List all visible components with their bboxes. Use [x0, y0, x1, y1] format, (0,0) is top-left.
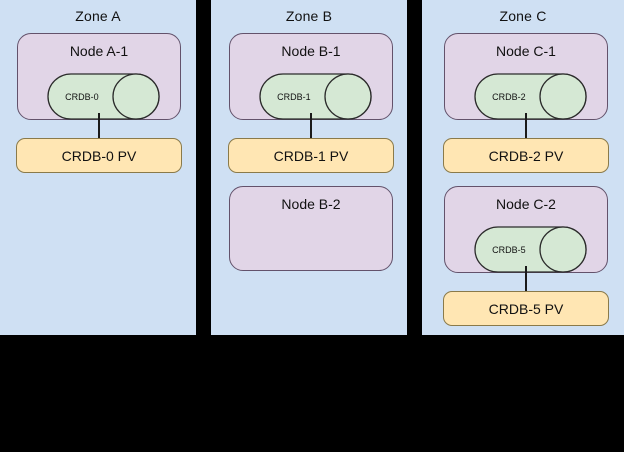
cylinder-shape: [259, 73, 372, 120]
node-b-2-title: Node B-2: [281, 196, 341, 212]
pv-crdb-0[interactable]: CRDB-0 PV: [16, 138, 182, 173]
zone-b[interactable]: Zone B Node B-1 CRDB-1 CRDB-1 PV Node B-…: [211, 0, 407, 335]
pv-crdb-5[interactable]: CRDB-5 PV: [443, 291, 609, 326]
pv-crdb-0-label: CRDB-0 PV: [61, 147, 137, 164]
zone-c[interactable]: Zone C Node C-1 CRDB-2 CRDB-2 PV Node C-…: [422, 0, 624, 335]
pv-crdb-2[interactable]: CRDB-2 PV: [443, 138, 609, 173]
database-label-crdb-2: CRDB-2: [492, 91, 526, 102]
cylinder-shape: [474, 73, 587, 120]
database-cylinder-crdb-5[interactable]: CRDB-5: [474, 226, 587, 273]
zone-b-title: Zone B: [285, 8, 333, 24]
zone-a[interactable]: Zone A Node A-1 CRDB-0 CRDB-0 PV: [0, 0, 196, 335]
node-a-1-title: Node A-1: [69, 43, 129, 59]
node-c-1-title: Node C-1: [496, 43, 556, 59]
database-label-crdb-1: CRDB-1: [277, 91, 311, 102]
database-cylinder-crdb-2[interactable]: CRDB-2: [474, 73, 587, 120]
node-b-1-title: Node B-1: [281, 43, 341, 59]
pv-crdb-1[interactable]: CRDB-1 PV: [228, 138, 394, 173]
zone-a-title: Zone A: [75, 8, 121, 24]
connector-node-c-1-to-crdb-2-pv: [525, 113, 527, 139]
node-c-1[interactable]: Node C-1 CRDB-2: [444, 33, 608, 120]
node-c-2[interactable]: Node C-2 CRDB-5: [444, 186, 608, 273]
node-a-1[interactable]: Node A-1 CRDB-0: [17, 33, 181, 120]
connector-node-a-1-to-crdb-0-pv: [98, 113, 100, 139]
node-b-1[interactable]: Node B-1 CRDB-1: [229, 33, 393, 120]
cylinder-shape: [474, 226, 587, 273]
database-label-crdb-0: CRDB-0: [65, 91, 99, 102]
pv-crdb-1-label: CRDB-1 PV: [273, 147, 349, 164]
database-cylinder-crdb-0[interactable]: CRDB-0: [47, 73, 160, 120]
node-c-2-title: Node C-2: [496, 196, 556, 212]
connector-node-c-2-to-crdb-5-pv: [525, 266, 527, 292]
pv-crdb-5-label: CRDB-5 PV: [488, 300, 564, 317]
connector-node-b-1-to-crdb-1-pv: [310, 113, 312, 139]
pv-crdb-2-label: CRDB-2 PV: [488, 147, 564, 164]
node-b-2[interactable]: Node B-2: [229, 186, 393, 271]
database-label-crdb-5: CRDB-5: [492, 244, 526, 255]
zone-c-title: Zone C: [499, 8, 547, 24]
database-cylinder-crdb-1[interactable]: CRDB-1: [259, 73, 372, 120]
cylinder-shape: [47, 73, 160, 120]
